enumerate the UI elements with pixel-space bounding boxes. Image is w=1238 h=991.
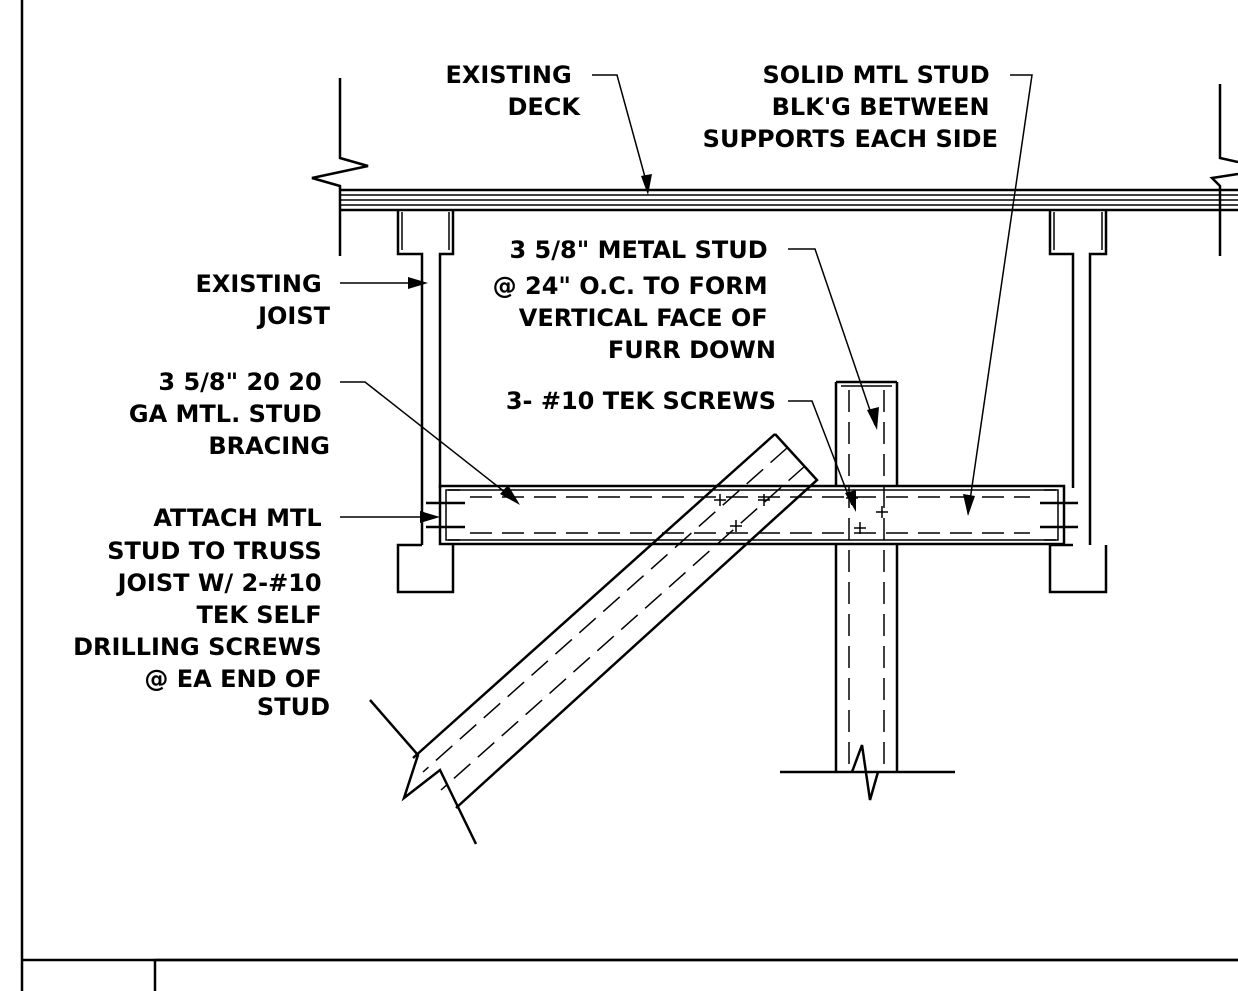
label-solid-blocking: SOLID MTL STUD BLK'G BETWEEN SUPPORTS EA… [703,61,998,153]
leader-existing-deck [592,74,652,195]
diagonal-bracing-stud [369,433,819,845]
label-tek-screws: 3- #10 TEK SCREWS [506,387,776,415]
leader-attach-note [340,511,440,523]
leader-stud-bracing [340,381,520,505]
label-existing-deck: EXISTING DECK [445,61,581,121]
right-break-line [1209,84,1238,256]
right-existing-joist [1048,211,1108,594]
vertical-metal-stud [780,380,955,801]
left-existing-joist [396,211,455,594]
label-existing-joist: EXISTING JOIST [195,270,330,330]
label-metal-stud: 3 5/8" METAL STUD @ 24" O.C. TO FORM VER… [493,236,776,364]
leader-solid-blocking [963,74,1033,516]
end-screws-left [426,501,465,529]
leader-tek-screws [788,400,856,512]
tek-screw-marks [714,492,888,534]
left-break-line [311,78,369,256]
horizontal-blocking-stud [438,484,1066,546]
leader-existing-joist [340,277,428,289]
end-screws-right [1040,501,1078,529]
sheet-border [20,0,1238,991]
existing-deck [340,188,1238,212]
label-attach-note: ATTACH MTL STUD TO TRUSS JOIST W/ 2-#10 … [73,504,330,721]
leader-metal-stud [788,248,879,430]
label-stud-bracing: 3 5/8" 20 20 GA MTL. STUD BRACING [129,368,330,460]
